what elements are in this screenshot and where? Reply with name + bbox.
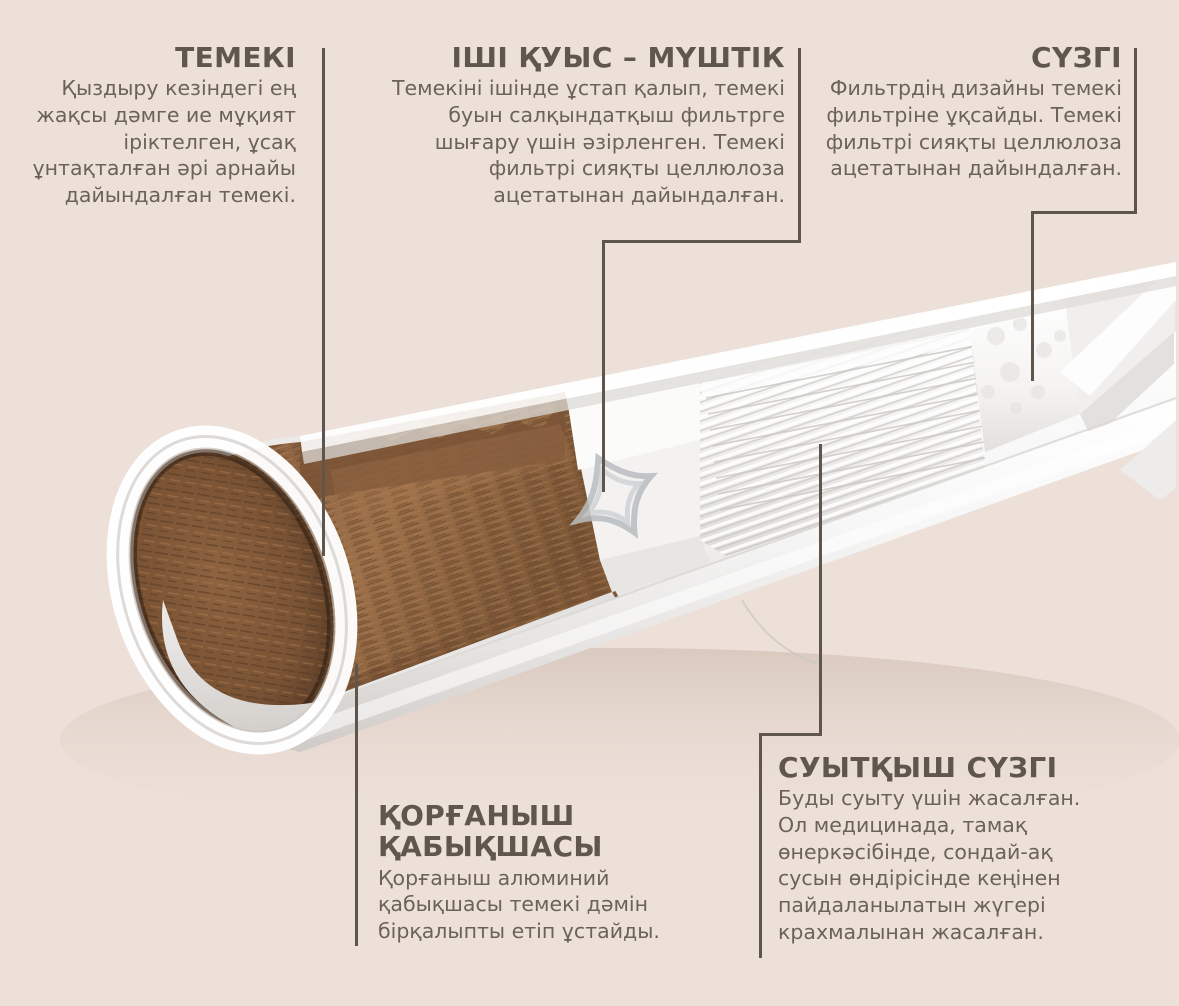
leader-line-cooling-upper <box>819 444 822 735</box>
callout-tobacco: ТЕМЕКІ Қыздыру кезіндегі ең жақсы дәмге … <box>28 41 297 209</box>
callout-hollow-body: Темекіні ішінде ұстап қалып, темекі буын… <box>392 76 785 207</box>
callout-filter-heading: СҮЗГІ <box>1031 41 1122 74</box>
leader-line-wrapper <box>355 664 358 946</box>
callout-filter: СҮЗГІ Фильтрдің дизайны темекі фильтріне… <box>812 42 1122 182</box>
leader-line-filter-elbow <box>1031 211 1137 214</box>
callout-tobacco-body: Қыздыру кезіндегі ең жақсы дәмге ие мұқи… <box>32 76 297 207</box>
leader-line-filter-upper <box>1134 48 1137 214</box>
callout-cooling-body: Буды суыту үшін жасалған. Ол медицинада,… <box>778 786 1081 944</box>
callout-hollow-heading: ІШІ ҚУЫС – МҮШТІК <box>451 41 785 74</box>
leader-line-tobacco <box>322 48 325 556</box>
callout-wrapper-heading: ҚОРҒАНЫШ ҚАБЫҚШАСЫ <box>378 799 603 864</box>
callout-filter-body: Фильтрдің дизайны темекі фильтріне ұқсай… <box>825 76 1122 181</box>
leader-line-hollow-elbow <box>602 240 801 243</box>
callout-tobacco-heading: ТЕМЕКІ <box>175 41 296 74</box>
callout-wrapper-body: Қорғаныш алюминий қабықшасы темекі дәмін… <box>378 865 660 943</box>
callout-hollow-mouthpiece: ІШІ ҚУЫС – МҮШТІК Темекіні ішінде ұстап … <box>370 42 785 209</box>
callout-protective-wrapper: ҚОРҒАНЫШ ҚАБЫҚШАСЫ Қорғаныш алюминий қаб… <box>378 800 678 945</box>
leader-line-hollow-upper <box>798 48 801 243</box>
leader-line-hollow-lower <box>602 240 605 492</box>
leader-line-cooling-elbow <box>759 733 822 736</box>
callout-cooling-filter: СУЫТҚЫШ СҮЗГІ Буды суыту үшін жасалған. … <box>778 752 1098 945</box>
leader-line-cooling-lower <box>759 733 762 958</box>
callout-cooling-heading: СУЫТҚЫШ СҮЗГІ <box>778 751 1058 784</box>
leader-line-filter-lower <box>1031 211 1034 381</box>
